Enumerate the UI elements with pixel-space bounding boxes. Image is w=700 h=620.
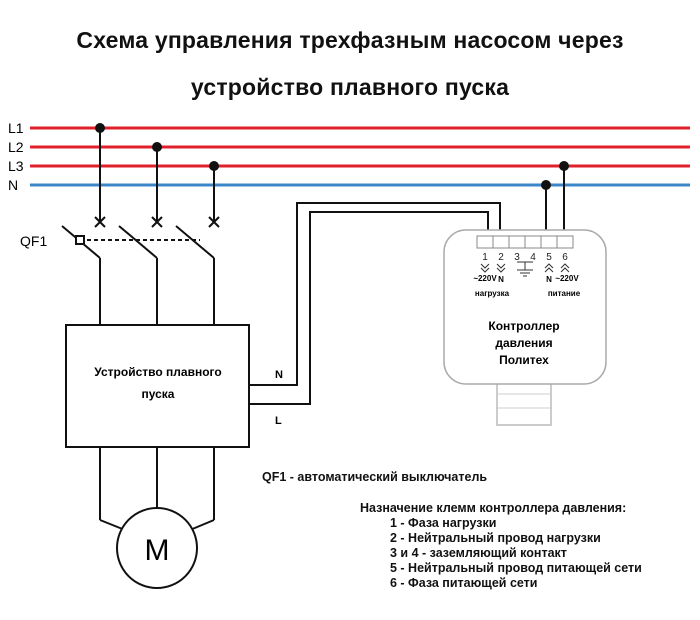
soft-starter-label-line2: пуска	[142, 387, 175, 401]
terminal-6-label: ~220V	[555, 274, 579, 283]
terminal-5-label: N	[546, 275, 552, 284]
terminal-1-label: ~220V	[473, 274, 497, 283]
label-l2: L2	[8, 139, 24, 155]
terminal-2: 2	[498, 252, 504, 263]
controller-name-line3: Политех	[499, 353, 549, 367]
terminal-6: 6	[562, 252, 568, 263]
wire-n-label: N	[275, 369, 283, 381]
legend-qf1: QF1 - автоматический выключатель	[262, 470, 488, 484]
motor-wires	[99, 447, 215, 531]
soft-starter-box	[65, 324, 250, 448]
legend-item: 3 и 4 - заземляющий контакт	[390, 546, 567, 560]
wire-l-label: L	[275, 415, 282, 427]
terminal-1: 1	[482, 252, 488, 263]
terminal-3: 3	[514, 252, 520, 263]
diagram-title-line2: устройство плавного пуска	[190, 74, 510, 100]
breaker-label: QF1	[20, 233, 47, 249]
controller-name-line2: давления	[495, 336, 552, 350]
motor-symbol: M	[145, 534, 170, 567]
controller-name-line1: Контроллер	[488, 319, 559, 333]
load-label: нагрузка	[475, 289, 510, 298]
breaker-qf1	[61, 225, 215, 325]
diagram-title-line1: Схема управления трехфазным насосом чере…	[76, 27, 624, 53]
soft-starter-label-line1: Устройство плавного	[94, 365, 221, 379]
label-l3: L3	[8, 158, 24, 174]
legend-item: 5 - Нейтральный провод питающей сети	[390, 561, 642, 575]
label-l1: L1	[8, 120, 24, 136]
motor	[116, 507, 198, 589]
legend-item: 1 - Фаза нагрузки	[390, 516, 497, 530]
legend-heading: Назначение клемм контроллера давления:	[360, 501, 627, 515]
breaker-feed-wires	[99, 128, 215, 222]
legend-item: 2 - Нейтральный провод нагрузки	[390, 531, 601, 545]
legend-item: 6 - Фаза питающей сети	[390, 576, 538, 590]
supply-label: питание	[548, 289, 581, 298]
terminal-4: 4	[530, 252, 536, 263]
label-n: N	[8, 177, 18, 193]
ground-icon	[517, 261, 533, 277]
terminal-arrow-icons	[480, 263, 570, 273]
controller-mount	[496, 379, 552, 426]
breaker-contacts	[94, 216, 220, 228]
terminal-2-label: N	[498, 275, 504, 284]
terminal-5: 5	[546, 252, 552, 263]
